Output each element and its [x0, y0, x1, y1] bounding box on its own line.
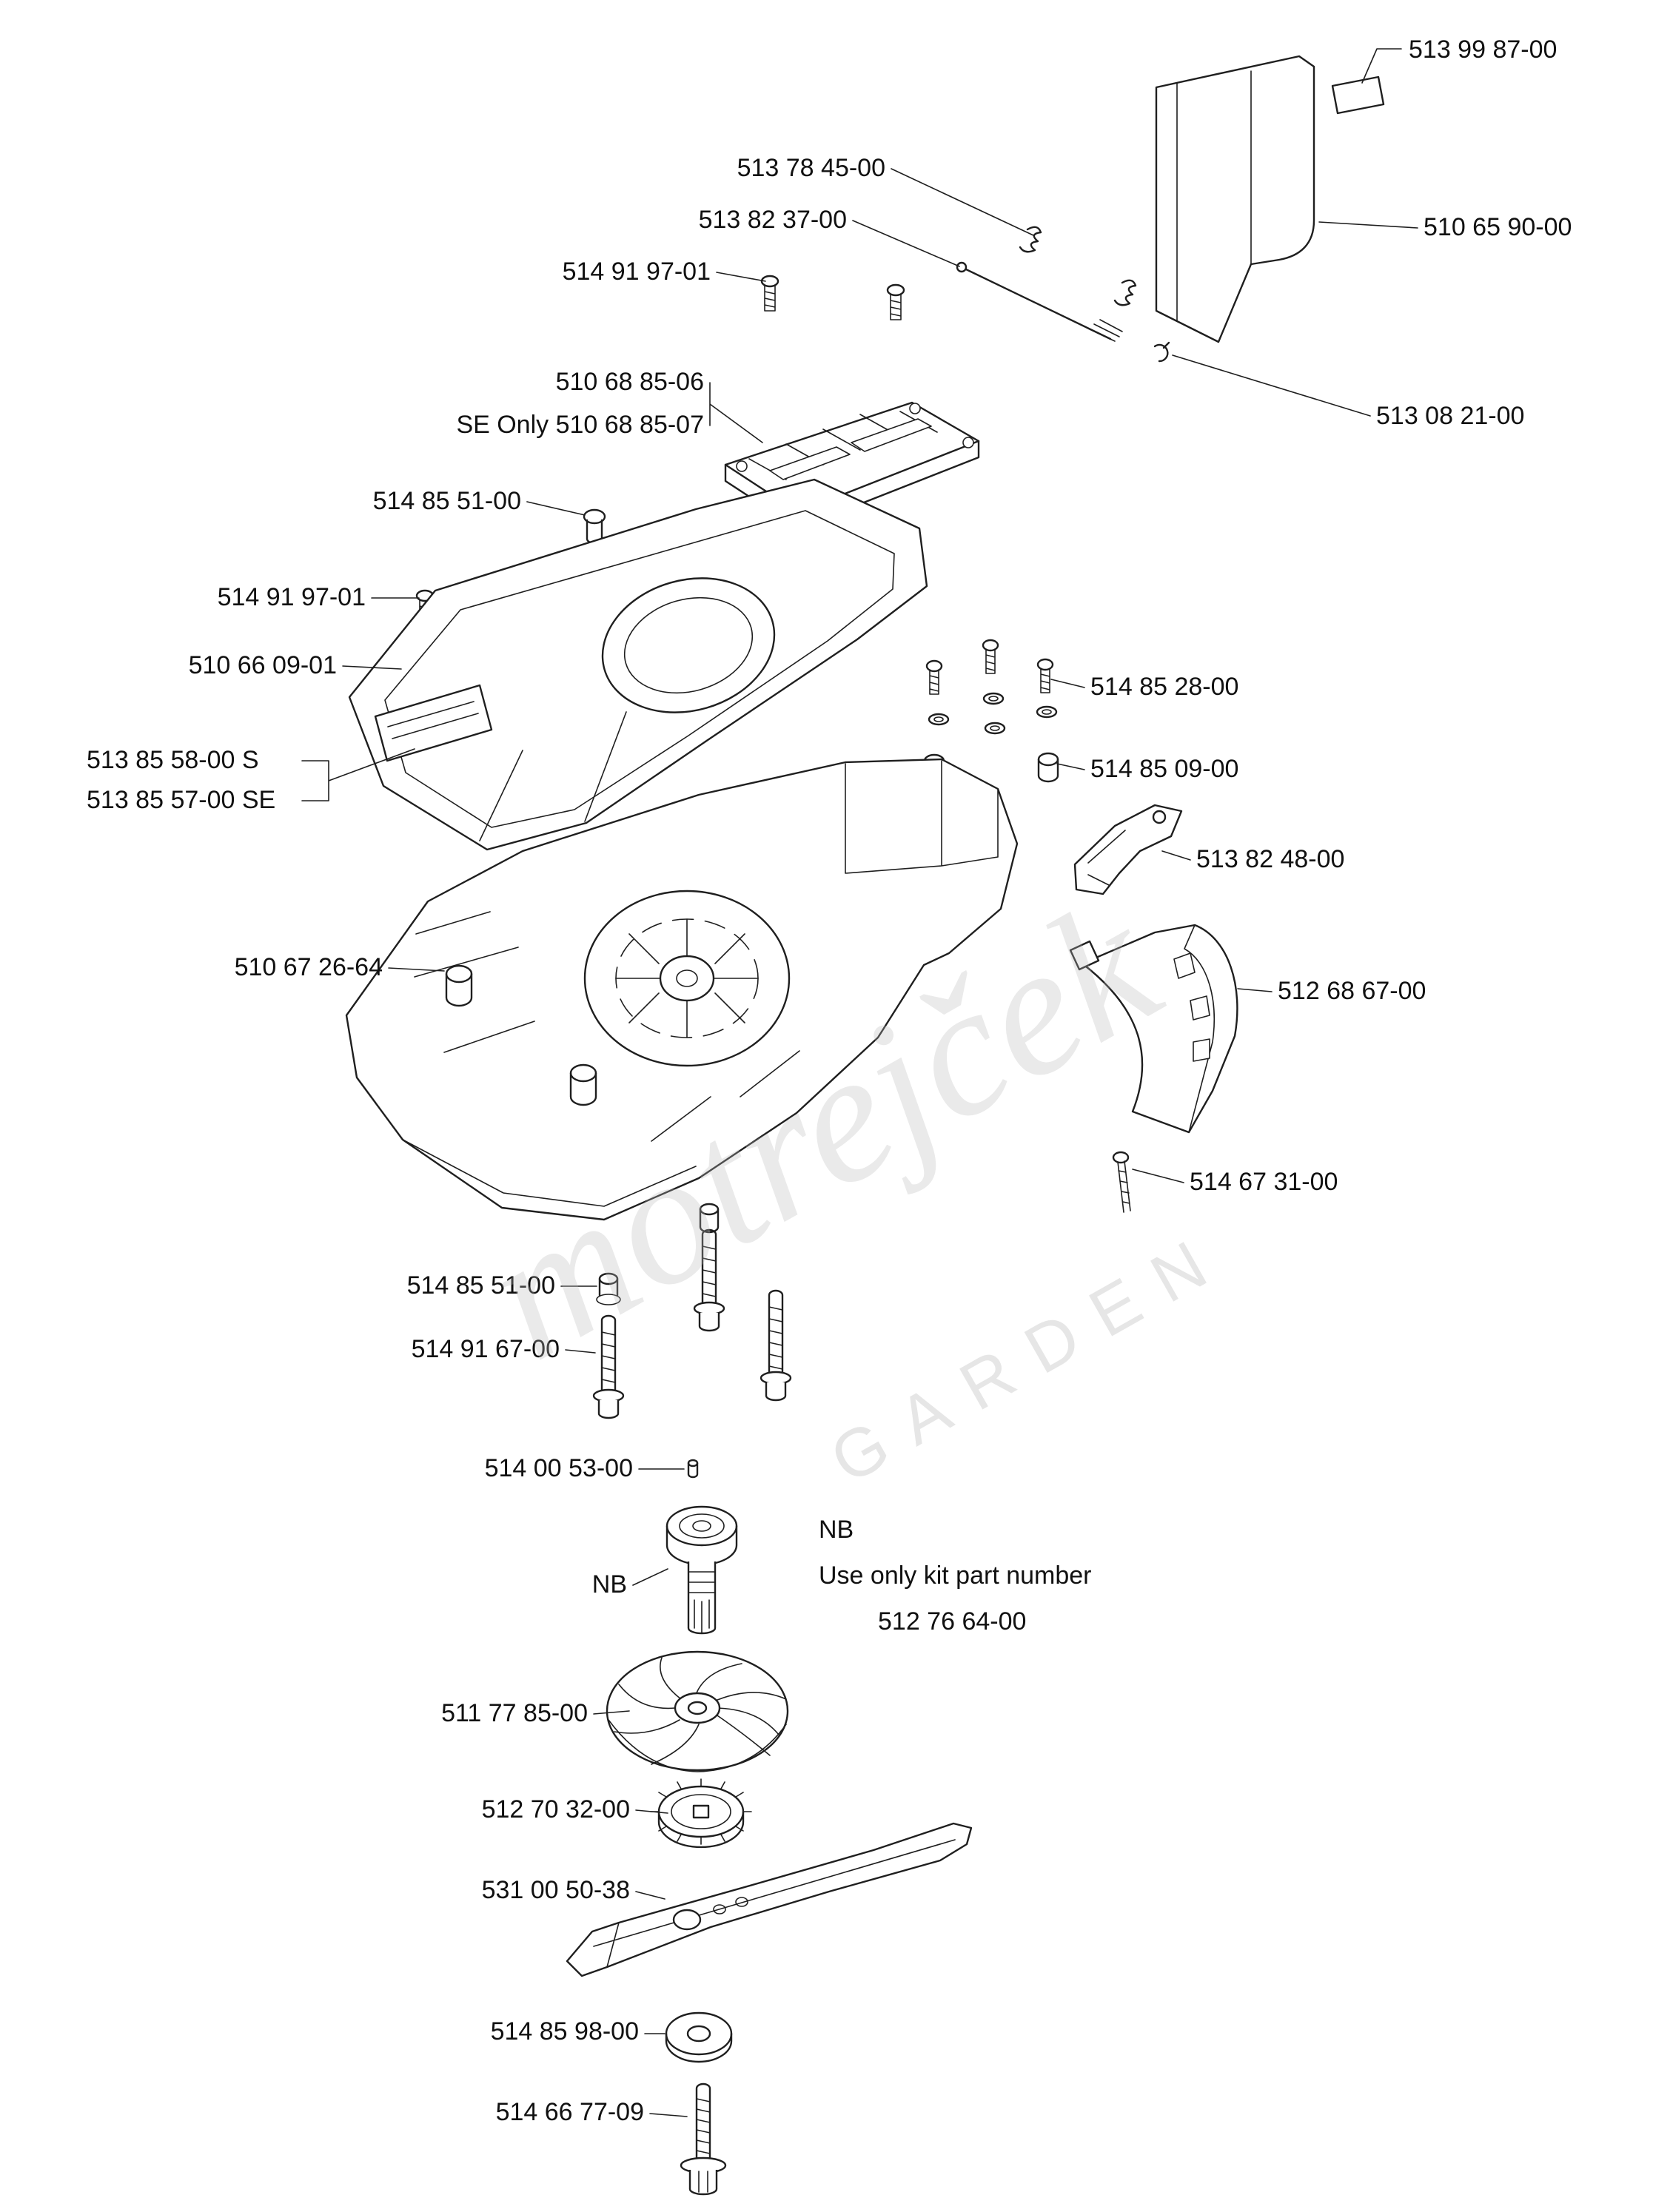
callout-514-67-31-00: 514 67 31-00 — [1190, 1168, 1338, 1196]
callout-513-99-87-00: 513 99 87-00 — [1409, 36, 1557, 64]
callout-labels: 513 99 87-00 513 78 45-00 513 82 37-00 5… — [87, 36, 1572, 2126]
callout-514-91-97-01-b: 514 91 97-01 — [218, 583, 366, 611]
callout-514-91-97-01-a: 514 91 97-01 — [563, 258, 711, 286]
callout-512-68-67-00: 512 68 67-00 — [1278, 977, 1426, 1005]
part-washer-a — [928, 713, 950, 726]
callout-510-68-85-06: 510 68 85-06 — [556, 368, 704, 396]
leader-514855100-a — [526, 501, 586, 516]
callout-513-85-57-00-se: 513 85 57-00 SE — [87, 786, 275, 814]
leader-510672664 — [388, 967, 445, 972]
part-post-a — [445, 964, 473, 1007]
part-bolt-b — [693, 1228, 725, 1332]
callout-513-82-37-00: 513 82 37-00 — [699, 206, 847, 234]
callout-510-66-09-01: 510 66 09-01 — [189, 651, 337, 679]
callout-510-65-90-00: 510 65 90-00 — [1424, 213, 1572, 241]
part-bolt-c — [760, 1289, 792, 1402]
leader-513998700 — [1361, 48, 1402, 84]
part-washer-d — [1036, 705, 1058, 719]
part-post-b — [569, 1063, 597, 1106]
leader-514667709 — [649, 2113, 688, 2117]
part-spring-b — [1113, 279, 1137, 306]
part-retainer-clip — [1153, 341, 1170, 363]
leader-513855800 — [301, 748, 415, 801]
part-drive-shaft-kit — [665, 1505, 738, 1635]
part-adjuster-rod — [956, 226, 1170, 363]
leader-511778500 — [593, 1710, 630, 1715]
part-upper-deck — [348, 478, 928, 851]
leader-514673100 — [1132, 1169, 1184, 1183]
part-pin — [687, 1459, 699, 1479]
callout-514-66-77-09: 514 66 77-09 — [496, 2098, 644, 2126]
part-rear-guard — [1155, 55, 1385, 343]
part-lower-deck — [345, 758, 1019, 1221]
callout-511-77-85-00: 511 77 85-00 — [441, 1699, 588, 1727]
callout-nb: NB — [592, 1570, 627, 1599]
callout-513-08-21-00: 513 08 21-00 — [1376, 402, 1524, 430]
part-screw-d — [925, 659, 943, 695]
leader-nb — [632, 1568, 668, 1586]
part-label-sticker — [1331, 75, 1385, 115]
callout-510-68-85-07: SE Only 510 68 85-07 — [456, 411, 704, 439]
leader-lines — [301, 48, 1418, 2117]
callout-510-67-26-64: 510 67 26-64 — [235, 953, 383, 981]
part-discharge-cover — [1069, 924, 1238, 1134]
part-washer-c — [984, 722, 1006, 735]
callout-514-85-51-00-a: 514 85 51-00 — [373, 487, 521, 515]
callout-531-00-50-38: 531 00 50-38 — [482, 1876, 630, 1904]
part-blade — [566, 1822, 973, 1977]
part-bracket — [1073, 804, 1183, 895]
callout-514-85-51-00-b: 514 85 51-00 — [407, 1271, 555, 1300]
note-heading: NB — [819, 1516, 854, 1544]
leader-510659000 — [1318, 221, 1418, 229]
leader-513823700 — [852, 220, 960, 267]
leader-510688506 — [709, 382, 763, 443]
leader-531005038 — [635, 1891, 665, 1900]
leader-514916700 — [565, 1349, 596, 1354]
callout-514-85-98-00: 514 85 98-00 — [491, 2017, 639, 2045]
callout-514-85-28-00: 514 85 28-00 — [1090, 673, 1238, 701]
callout-513-78-45-00: 513 78 45-00 — [737, 154, 885, 182]
leader-510660901 — [342, 665, 402, 670]
leader-514919701-a — [716, 272, 766, 282]
part-bolt-a — [592, 1314, 625, 1419]
callout-514-91-67-00: 514 91 67-00 — [412, 1335, 560, 1363]
part-blade-bolt — [680, 2082, 727, 2196]
part-spacer-d — [699, 1203, 720, 1234]
part-top-cover-plate — [724, 401, 980, 530]
part-washer-b — [982, 692, 1005, 705]
callout-514-85-09-00: 514 85 09-00 — [1090, 755, 1238, 783]
part-spring-a — [1019, 226, 1042, 253]
part-spacer-c — [596, 1272, 621, 1305]
watermark-sub: GARDEN — [819, 1214, 1241, 1498]
part-impeller-fan — [606, 1650, 789, 1772]
leader-512686700 — [1237, 988, 1273, 992]
note-line2: 512 76 64-00 — [878, 1607, 1026, 1636]
callout-513-85-58-00-s: 513 85 58-00 S — [87, 746, 259, 774]
note-line1: Use only kit part number — [819, 1561, 1092, 1590]
part-blade-adapter — [650, 1778, 752, 1849]
leader-512703200 — [635, 1809, 668, 1814]
leader-514850900 — [1056, 763, 1085, 770]
part-screw-b — [886, 283, 905, 320]
part-screw-a — [760, 275, 779, 312]
part-model-plate — [374, 684, 493, 762]
part-washer-e — [665, 2011, 733, 2063]
part-screw-g — [1112, 1151, 1131, 1213]
leader-514852800 — [1050, 679, 1085, 688]
callout-513-82-48-00: 513 82 48-00 — [1196, 845, 1344, 873]
part-spacer-b — [1037, 752, 1059, 783]
callout-512-70-32-00: 512 70 32-00 — [482, 1795, 630, 1823]
part-screw-f — [1036, 658, 1054, 693]
leader-513082100 — [1172, 354, 1371, 417]
part-screw-e — [982, 639, 999, 674]
leader-513824800 — [1161, 850, 1191, 861]
callout-514-00-53-00: 514 00 53-00 — [485, 1454, 633, 1482]
leader-513784500 — [891, 168, 1034, 236]
